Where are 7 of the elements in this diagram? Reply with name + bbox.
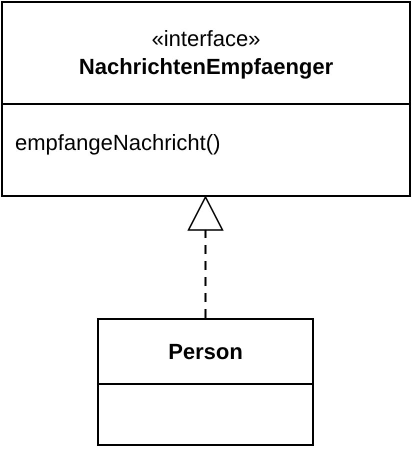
class-box [97, 318, 314, 446]
realization-arrow [188, 196, 224, 318]
class-name: Person [168, 338, 243, 366]
stereotype-label: «interface» [152, 25, 260, 53]
class-name: NachrichtenEmpfaenger [78, 53, 334, 81]
method-label: empfangeNachricht() [15, 129, 222, 157]
class-box [1, 1, 411, 197]
